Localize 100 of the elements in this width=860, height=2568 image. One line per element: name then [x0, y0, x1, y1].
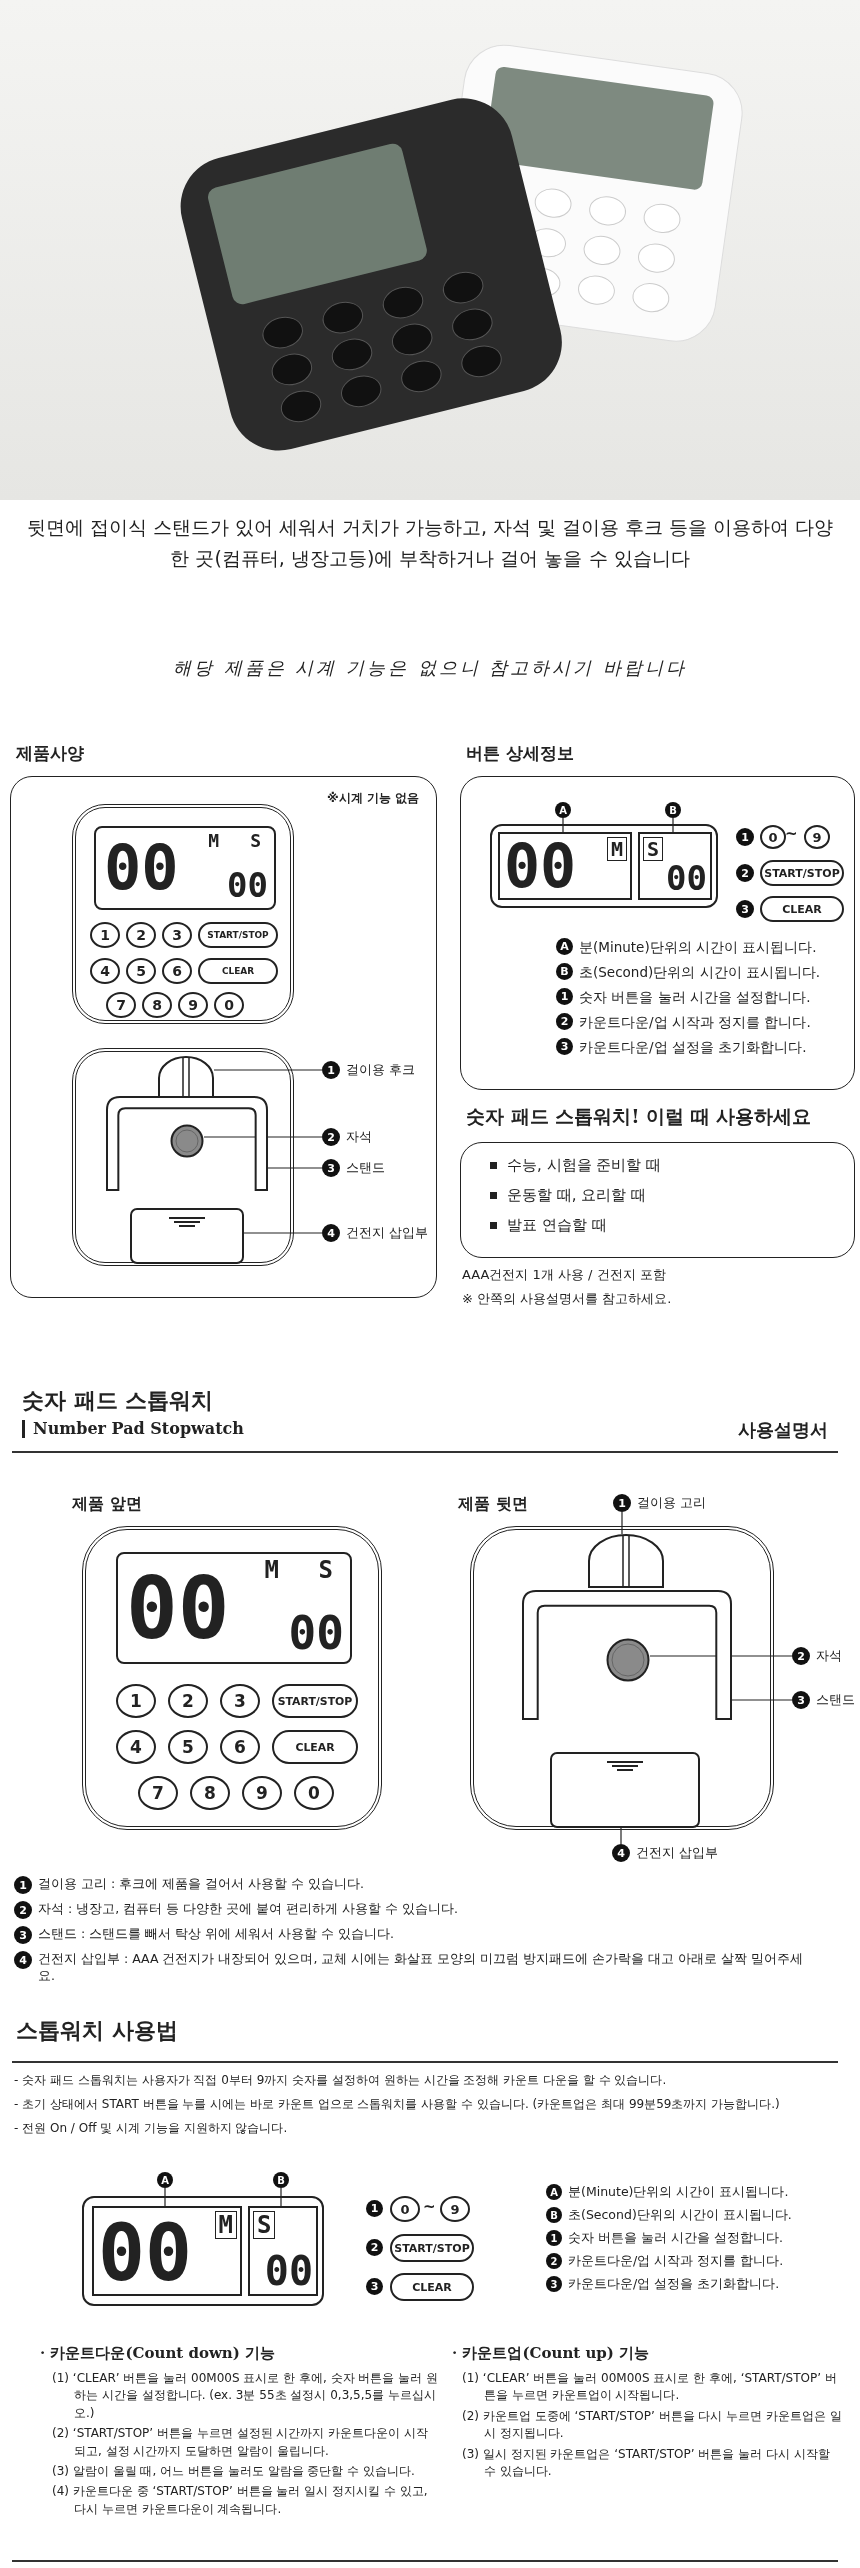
number-key: 2 — [168, 1684, 208, 1718]
product-subtitle: Number Pad Stopwatch — [22, 1420, 244, 1438]
note-text: ※시계 기능 없음 — [326, 790, 419, 807]
function-key: CLEAR — [390, 2273, 474, 2301]
callout-text: 카운트다운/업 시작과 정지를 합니다. — [579, 1013, 811, 1032]
callout-number: B — [546, 2207, 562, 2223]
callout-number: 4 — [612, 1844, 630, 1862]
callout-number: 2 — [736, 864, 754, 882]
callout-text: 카운트다운/업 시작과 정지를 합니다. — [568, 2253, 784, 2270]
callout-text: 숫자 버튼을 눌러 시간을 설정합니다. — [568, 2230, 783, 2247]
callout-number: A — [546, 2184, 562, 2200]
bullet-item: 발표 연습할 때 — [490, 1216, 607, 1235]
notice-text: 해당 제품은 시계 기능은 없으니 참고하시기 바랍니다 — [171, 656, 689, 680]
minute-display — [498, 832, 632, 900]
unit-letter: M — [264, 1558, 279, 1582]
function-key: CLEAR — [760, 896, 844, 922]
folding-stand — [522, 1590, 732, 1720]
leader-line — [267, 1167, 323, 1169]
callout-number: 3 — [14, 1926, 32, 1944]
callout-number: 1 — [556, 988, 573, 1005]
function-heading: · 카운트업(Count up) 기능 — [452, 2344, 650, 2363]
callout-number: 1 — [322, 1061, 340, 1079]
number-key: 0 — [390, 2196, 420, 2222]
step-text: (1) ‘CLEAR’ 버튼을 눌러 00M00S 표시로 한 후에, ‘START/STOP’ 버튼을 누르면 카운트업이 시작됩니다. — [462, 2370, 838, 2405]
timer-outline — [72, 804, 294, 1024]
lcd-display — [490, 824, 718, 908]
number-key: 7 — [106, 992, 136, 1018]
battery-cover — [130, 1208, 244, 1264]
callout-text: 카운트다운/업 설정을 초기화합니다. — [568, 2276, 780, 2293]
product-title: 숫자 패드 스톱워치 — [22, 1386, 214, 1415]
callout-number: 3 — [322, 1159, 340, 1177]
number-key: 6 — [162, 958, 192, 984]
callout-number: 1 — [366, 2200, 383, 2217]
step-text: (4) 카운트다운 중 ‘START/STOP’ 버튼을 눌러 일시 정지시킬 수 있고, 다시 누르면 카운트다운이 계속됩니다. — [52, 2483, 429, 2518]
callout-text: 스탠드 — [816, 1691, 855, 1709]
callout-number: 1 — [613, 1494, 631, 1512]
callout-text: 스탠드 — [346, 1159, 385, 1177]
callout-text: 걸이용 고리 — [637, 1494, 707, 1512]
timer-outline — [470, 1526, 774, 1830]
callout-number: 1 — [14, 1876, 32, 1894]
manual-note: ※ 안쪽의 사용설명서를 참고하세요. — [462, 1290, 672, 1308]
number-key: 9 — [242, 1776, 282, 1810]
manual-title: 사용설명서 — [738, 1418, 828, 1442]
number-key: 9 — [804, 825, 830, 849]
lcd-display — [94, 826, 276, 910]
number-key: 1 — [90, 922, 120, 948]
digit-readout: 00 — [126, 1565, 230, 1651]
callout-number: 1 — [736, 828, 754, 846]
callout-number: A — [555, 802, 571, 818]
leader-line — [620, 1827, 622, 1845]
step-text: (3) 알람이 울릴 때, 어느 버튼을 눌러도 알람을 중단할 수 있습니다. — [52, 2462, 416, 2480]
leader-line — [280, 2187, 282, 2207]
callout-text: 카운트다운/업 설정을 초기화합니다. — [579, 1038, 807, 1057]
number-key: 4 — [116, 1730, 156, 1764]
function-key: CLEAR — [198, 958, 278, 984]
callout-number: B — [273, 2172, 289, 2188]
digit-readout: 00 — [504, 836, 577, 896]
section-heading: 버튼 상세정보 — [466, 742, 574, 765]
callout-text: 초(Second)단위의 시간이 표시됩니다. — [568, 2207, 792, 2224]
leader-line — [672, 817, 674, 833]
callout-text: 건전지 삽입부 — [636, 1844, 719, 1862]
step-text: (2) ‘START/STOP’ 버튼을 누르면 설정된 시간까지 카운트다운이 시작되고, 설정 시간까지 도달하면 알람이 울립니다. — [52, 2425, 430, 2460]
battery-cover — [550, 1752, 700, 1828]
range-sign: ~ — [785, 825, 798, 843]
callout-number: 2 — [366, 2239, 383, 2256]
callout-text: 자석 — [816, 1647, 842, 1665]
digit-readout: 00 — [227, 868, 268, 902]
step-text: (1) ‘CLEAR’ 버튼을 눌러 00M00S 표시로 한 후에, 숫자 버튼을 눌러 원하는 시간을 설정합니다. (ex. 3분 55초 설정시 0,3,5,5를 누르십시오.) — [52, 2370, 440, 2422]
number-key: 9 — [178, 992, 208, 1018]
leader-line — [243, 1232, 323, 1234]
callout-number: 3 — [736, 900, 754, 918]
digit-readout: 00 — [264, 2251, 313, 2291]
magnet — [606, 1638, 650, 1682]
callout-text: 걸이용 고리 : 후크에 제품을 걸어서 사용할 수 있습니다. — [38, 1876, 364, 1893]
callout-number: A — [157, 2172, 173, 2188]
info-line: - 초기 상태에서 START 버튼을 누를 시에는 바로 카운트 업으로 스톱워치를 사용할 수 있습니다. (카운트업은 최대 99분59초까지 가능합니다.) — [14, 2096, 781, 2113]
number-key: 6 — [220, 1730, 260, 1764]
callout-text: 분(Minute)단위의 시간이 표시됩니다. — [568, 2184, 789, 2201]
callout-number: 1 — [546, 2230, 562, 2246]
leader-line — [203, 1136, 323, 1138]
leader-line — [731, 1699, 793, 1701]
unit-letter: M — [208, 832, 219, 850]
step-text: (3) 일시 정지된 카운트업은 ‘START/STOP’ 버튼을 눌러 다시 시작할 수 있습니다. — [462, 2445, 831, 2480]
number-key: 5 — [168, 1730, 208, 1764]
function-key: START/STOP — [272, 1684, 358, 1718]
number-key: 7 — [138, 1776, 178, 1810]
unit-letter: M — [214, 2211, 237, 2239]
digit-readout: 00 — [288, 1610, 344, 1656]
callout-text: 숫자 버튼을 눌러 시간을 설정합니다. — [579, 988, 811, 1007]
function-heading: · 카운트다운(Count down) 기능 — [40, 2344, 276, 2363]
callout-number: A — [556, 938, 573, 955]
number-key: 0 — [760, 825, 786, 849]
lcd-display — [82, 2196, 324, 2306]
function-key: START/STOP — [198, 922, 278, 948]
leader-line — [621, 1511, 623, 1535]
callout-number: 2 — [556, 1013, 573, 1030]
callout-number: 3 — [556, 1038, 573, 1055]
unit-letter: M — [606, 837, 627, 861]
function-key: START/STOP — [760, 860, 844, 886]
unit-letter: S — [250, 832, 261, 850]
